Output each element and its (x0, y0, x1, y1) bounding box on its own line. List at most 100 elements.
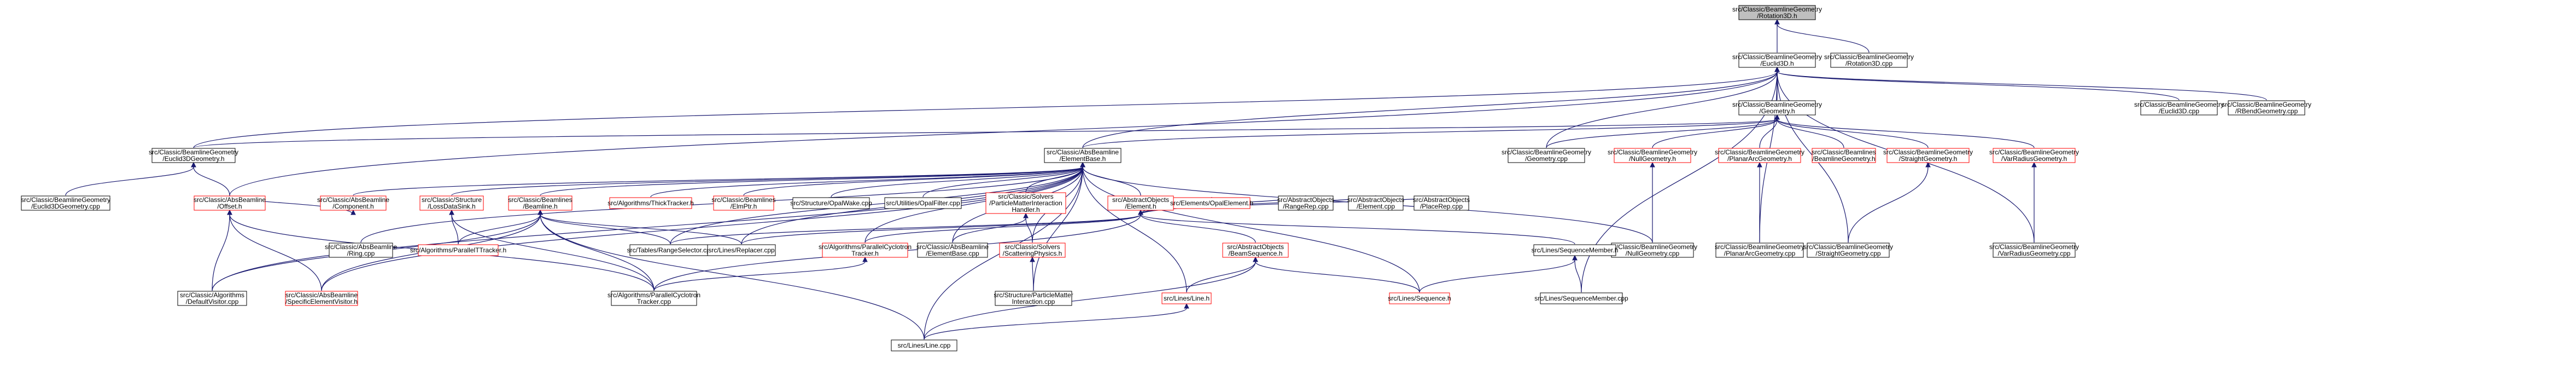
node-box (1222, 243, 1289, 258)
node-box (1173, 197, 1251, 209)
node-box (194, 195, 266, 211)
node-label-line: src/Classic/BeamlineGeometry (2222, 101, 2311, 108)
node-label-line: /Ring.cpp (347, 250, 375, 257)
node-nullgeom_cpp[interactable]: src/Classic/BeamlineGeometry/NullGeometr… (1608, 243, 1697, 258)
node-element_cpp[interactable]: src/AbstractObjects/Element.cpp (1347, 195, 1404, 211)
node-label-line: src/Classic/BeamlineGeometry (2134, 101, 2224, 108)
node-box (1107, 195, 1174, 211)
node-label-line: src/Lines/Line.cpp (898, 342, 951, 349)
node-line_h[interactable]: src/Lines/Line.h (1161, 292, 1212, 304)
node-box (985, 192, 1066, 214)
node-straight_cpp[interactable]: src/Classic/BeamlineGeometry/StraightGeo… (1803, 243, 1893, 258)
node-line_cpp[interactable]: src/Lines/Line.cpp (891, 339, 957, 351)
node-planararc_h[interactable]: src/Classic/BeamlineGeometry/PlanarArcGe… (1715, 148, 1804, 163)
edge-offset_h-to-defaultvisitor_cpp (212, 209, 232, 291)
node-elmptr_h[interactable]: src/Classic/Beamlines/ElmPtr.h (711, 195, 776, 211)
edge-line (451, 214, 459, 245)
node-euclid3dgeom_h[interactable]: src/Classic/BeamlineGeometry/Euclid3DGeo… (149, 148, 238, 163)
node-lossdatasink_h[interactable]: src/Classic/Structure/LossDataSink.h (419, 195, 484, 211)
node-box (792, 197, 870, 209)
edge-element_h-to-beamsequence_h (1138, 209, 1256, 243)
node-placerep_cpp[interactable]: src/AbstractObjects/PlaceRep.cpp (1413, 195, 1470, 211)
node-nullgeom_h[interactable]: src/Classic/BeamlineGeometry/NullGeometr… (1608, 148, 1697, 163)
node-seqmember_h[interactable]: src/Lines/SequenceMember.h (1532, 244, 1619, 256)
node-box (329, 243, 393, 258)
node-rotation[interactable]: src/Classic/BeamlineGeometry/Rotation3D.… (1732, 5, 1822, 20)
edge-arrowhead (1138, 209, 1143, 215)
node-rangeselector_cpp[interactable]: src/Tables/RangeSelector.cpp (627, 244, 714, 256)
node-label-line: src/AbstractObjects (1112, 196, 1169, 204)
node-label-line: src/Algorithms/ParallelCyclotron (819, 243, 912, 251)
node-box (884, 197, 962, 209)
node-element_h[interactable]: src/AbstractObjects/Element.h (1107, 195, 1174, 211)
node-geometry_h[interactable]: src/Classic/BeamlineGeometry/Geometry.h (1732, 100, 1822, 116)
node-label-line: src/Classic/AbsBeamline (916, 243, 989, 251)
node-parallelcyc_h[interactable]: src/Algorithms/ParallelCyclotronTracker.… (819, 243, 912, 258)
node-varradius_h[interactable]: src/Classic/BeamlineGeometry/VarRadiusGe… (1989, 148, 2079, 163)
node-sequence_h[interactable]: src/Lines/Sequence.h (1388, 292, 1451, 304)
node-box (1508, 148, 1585, 163)
node-thicktracker_h[interactable]: src/Algorithms/ThickTracker.h (608, 197, 694, 209)
node-box (713, 195, 774, 211)
edge-beamsequence_h-to-sequence_h (1253, 256, 1420, 293)
node-solvers_h[interactable]: src/Classic/Solvers/ParticleMatterIntera… (985, 192, 1066, 214)
node-structpmi_cpp[interactable]: src/Structure/ParticleMatterInteraction.… (994, 291, 1073, 306)
edge-line (1082, 119, 1778, 148)
node-srclines[interactable]: src/Classic/Beamlines/BeamlineGeometry.h (1812, 148, 1876, 163)
node-opalelement_h[interactable]: src/Elements/OpalElement.h (1170, 197, 1253, 209)
edge-arrowhead (1023, 212, 1029, 218)
node-euclid_h[interactable]: src/Classic/BeamlineGeometry/Euclid3D.h (1732, 53, 1822, 68)
node-varradius_cpp[interactable]: src/Classic/BeamlineGeometry/VarRadiusGe… (1989, 243, 2079, 258)
node-straight_h[interactable]: src/Classic/BeamlineGeometry/StraightGeo… (1883, 148, 1973, 163)
node-offset_h[interactable]: src/Classic/AbsBeamline/Offset.h (194, 195, 266, 211)
node-elementbase_h[interactable]: src/Classic/AbsBeamline/ElementBase.h (1044, 148, 1121, 163)
node-scattering_h[interactable]: src/Classic/Solvers/ScatteringPhysics.h (999, 243, 1066, 258)
edge-planararc_h-to-planararc_cpp (1757, 161, 1762, 243)
node-box (1993, 243, 2076, 258)
node-defaultvisitor_cpp[interactable]: src/Classic/Algorithms/DefaultVisitor.cp… (177, 291, 247, 306)
edge-line (1140, 214, 1575, 245)
node-replacer_cpp[interactable]: src/Lines/Replacer.cpp (707, 244, 776, 256)
edge-line (229, 214, 322, 291)
node-seqmember_cpp[interactable]: src/Lines/SequenceMember.cpp (1534, 292, 1628, 304)
node-label-line: /StraightGeometry.cpp (1815, 250, 1880, 257)
node-geometry_cpp[interactable]: src/Classic/BeamlineGeometry/Geometry.cp… (1502, 148, 1591, 163)
node-parallelcyc_cpp[interactable]: src/Algorithms/ParallelCyclotronTracker.… (608, 291, 700, 306)
node-rotation_cpp[interactable]: src/Classic/BeamlineGeometry/Rotation3D.… (1824, 53, 1914, 68)
node-box (917, 243, 988, 258)
edge-arrowhead (862, 256, 868, 262)
node-box (1830, 53, 1908, 68)
node-euclid3dgeom_cpp[interactable]: src/Classic/BeamlineGeometry/Euclid3DGeo… (21, 195, 110, 211)
node-component_h[interactable]: src/Classic/AbsBeamline/Component.h (317, 195, 389, 211)
node-label-line: src/Classic/BeamlineGeometry (149, 148, 238, 156)
node-optwake_cpp[interactable]: src/Structure/OpalWake.cpp (790, 197, 872, 209)
node-box (419, 195, 484, 211)
edge-line (1759, 119, 1778, 148)
node-planararc_cpp[interactable]: src/Classic/BeamlineGeometry/PlanarArcGe… (1715, 243, 1804, 258)
node-opalfilter_cpp[interactable]: src/Utilities/OpalFilter.cpp (884, 197, 962, 209)
edge-line (193, 71, 1778, 148)
edge-line (1025, 217, 1033, 243)
node-specificvisitor_h[interactable]: src/Classic/AbsBeamline/SpecificElementV… (285, 291, 358, 306)
edge-geometry_h-to-elementbase_h (1082, 114, 1780, 148)
node-rangerep_cpp[interactable]: src/AbstractObjects/RangeRep.cpp (1277, 195, 1334, 211)
node-box (1161, 292, 1212, 304)
node-box (1614, 148, 1691, 163)
edge-line (458, 214, 541, 245)
node-label-line: src/Classic/BeamlineGeometry (1608, 243, 1697, 251)
node-euclid_cpp[interactable]: src/Classic/BeamlineGeometry/Euclid3D.cp… (2134, 100, 2224, 116)
node-elementbase_cpp[interactable]: src/Classic/AbsBeamline/ElementBase.cpp (916, 243, 989, 258)
node-label-line: /Euclid3DGeometry.cpp (31, 203, 100, 210)
node-beamsequence_h[interactable]: src/AbstractObjects/BeamSequence.h (1222, 243, 1289, 258)
node-label-line: src/Classic/Beamlines (1812, 148, 1876, 156)
edge-beamsequence_h-to-line_cpp (924, 256, 1258, 340)
node-label-line: src/Structure/OpalWake.cpp (790, 199, 872, 207)
edge-arrowhead (1774, 19, 1780, 25)
node-beamline_h[interactable]: src/Classic/Beamlines/Beamline.h (508, 195, 573, 211)
edge-arrowhead (449, 209, 454, 215)
node-label-line: /PlaceRep.cpp (1420, 203, 1463, 210)
node-ring_cpp[interactable]: src/Classic/AbsBeamline/Ring.cpp (325, 243, 397, 258)
node-rbend_cpp[interactable]: src/Classic/BeamlineGeometry/RBendGeomet… (2222, 100, 2311, 116)
node-paralleltt_h[interactable]: src/Algorithms/ParallelTTracker.h (410, 244, 506, 256)
node-box (707, 244, 776, 256)
